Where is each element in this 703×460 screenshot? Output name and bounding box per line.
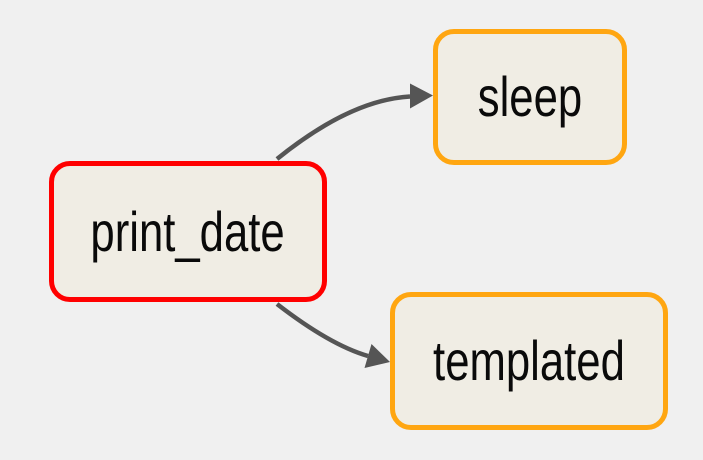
task-label: print_date [90,199,286,263]
edge-line [275,94,411,161]
task-node-sleep[interactable]: sleep [433,29,627,165]
task-node-templated[interactable]: templated [390,292,668,430]
arrowhead-icon [364,344,390,368]
task-label: templated [433,329,625,392]
task-label: sleep [477,65,583,128]
edge-print_date-sleep [275,83,433,161]
edge-print_date-templated [275,302,390,368]
edge-line [275,302,369,359]
task-node-print_date[interactable]: print_date [49,161,327,302]
arrowhead-icon [410,83,433,109]
